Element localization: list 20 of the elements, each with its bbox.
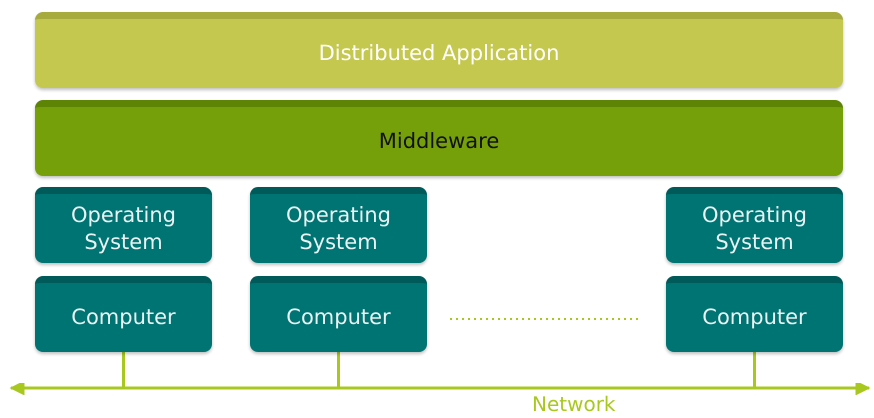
box-label: Computer [70, 304, 177, 331]
box-label: Operating System [70, 202, 177, 256]
connector-line [122, 352, 125, 387]
box-label: Computer [701, 304, 808, 331]
connector-line [753, 352, 756, 387]
application-layer [35, 12, 843, 88]
operating-system-box [666, 187, 843, 263]
connector-line [337, 352, 340, 387]
box-label: Computer [285, 304, 392, 331]
box-label: Distributed Application [318, 40, 560, 67]
computer-box [666, 276, 843, 352]
box-label: Middleware [378, 128, 500, 155]
box-label: Operating System [285, 202, 392, 256]
operating-system-box [250, 187, 427, 263]
computer-box [35, 276, 212, 352]
box-label: Operating System [701, 202, 808, 256]
computer-box [250, 276, 427, 352]
operating-system-box [35, 187, 212, 263]
network-label: Network [532, 392, 616, 416]
middleware-layer [35, 100, 843, 176]
